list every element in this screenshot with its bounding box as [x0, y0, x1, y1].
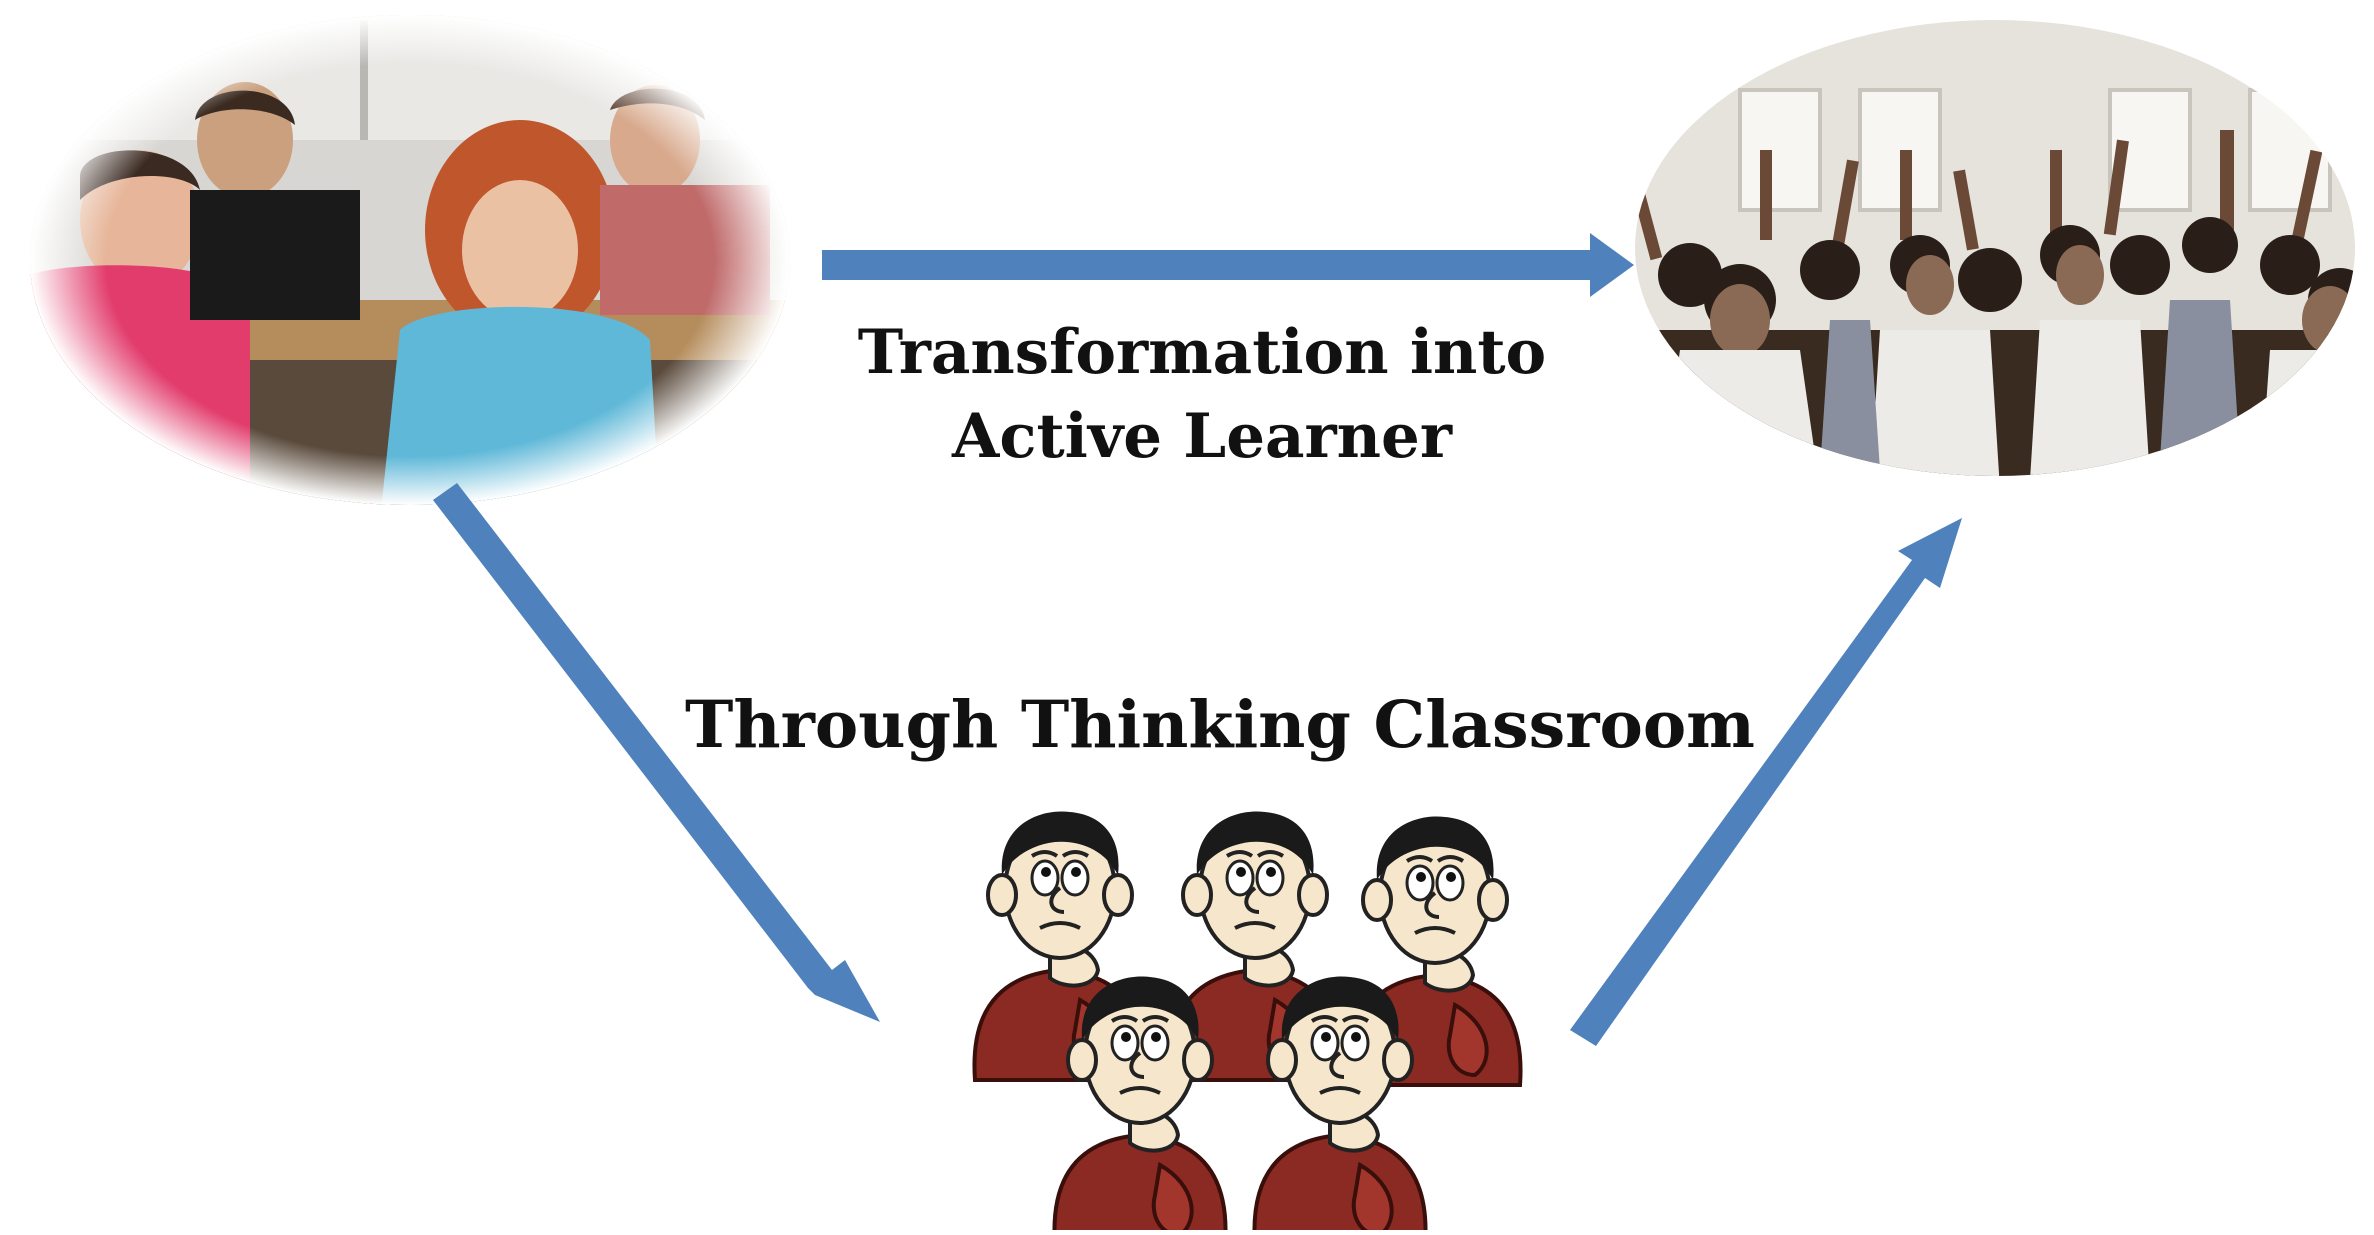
label-top-line1: Transformation into	[858, 317, 1546, 388]
passive-students-photo	[30, 15, 790, 505]
arrow-left-diagonal	[433, 483, 880, 1022]
arrow-right-diagonal	[1570, 518, 1962, 1046]
arrows-group	[433, 233, 1962, 1046]
active-students-photo	[1635, 20, 2355, 476]
arrow-top	[822, 233, 1634, 297]
label-bottom: Through Thinking Classroom	[685, 687, 1755, 763]
thinking-students-cartoon	[972, 809, 1523, 1235]
label-top-line2: Active Learner	[951, 401, 1453, 472]
